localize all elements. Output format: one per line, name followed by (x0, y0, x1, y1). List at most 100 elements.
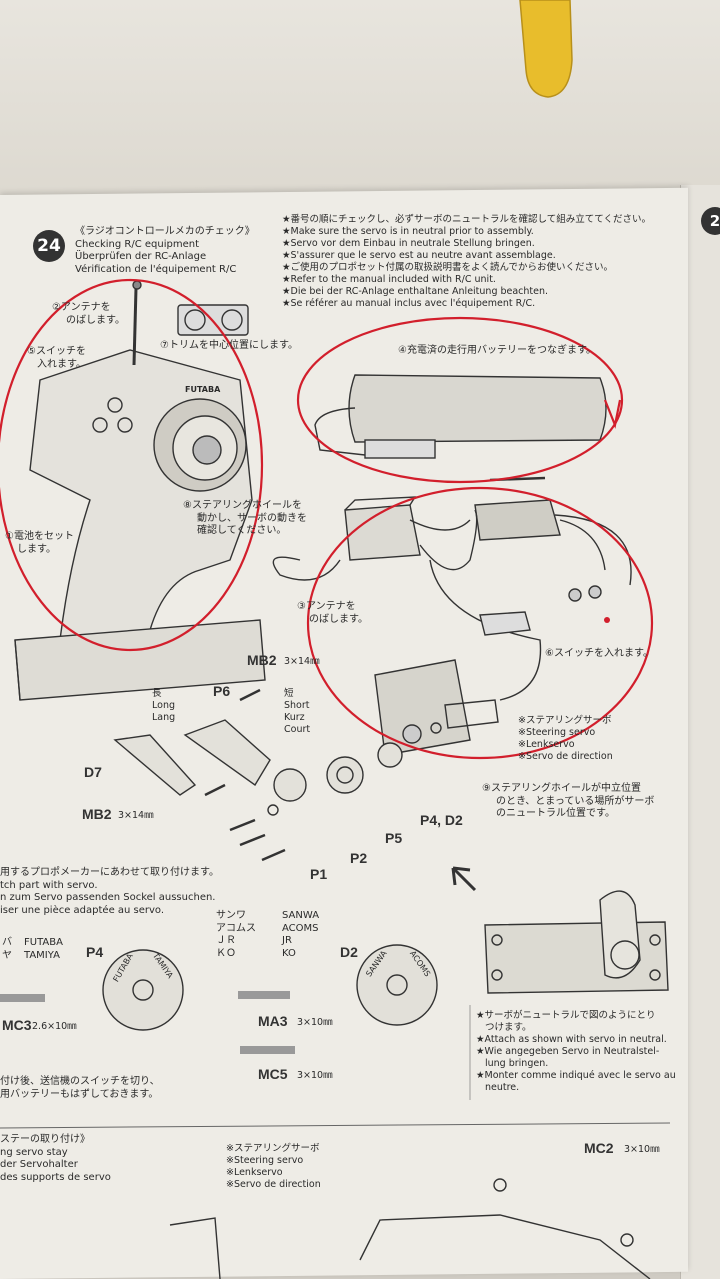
label-line: アコムス (216, 922, 256, 934)
note-line: ★Wie angegeben Servo in Neutralstel- (476, 1046, 660, 1057)
label-line: バ (2, 937, 12, 948)
note-line: 用バッテリーもはずしておきます。 (0, 1088, 159, 1100)
label-long: 長 Long Lang (152, 688, 175, 724)
note-line: 用するプロポメーカーにあわせて取り付けます。 (0, 867, 219, 878)
step-title: 《ラジオコントロールメカのチェック》 Checking R/C equipmen… (75, 226, 255, 276)
note-line: ★Attach as shown with servo in neutral. (476, 1034, 667, 1045)
label-line: Kurz (284, 712, 305, 723)
screw-mc5: MC5 (258, 1066, 288, 1082)
label-line: FUTABA (24, 937, 63, 948)
note-line: der Servohalter (0, 1159, 78, 1170)
label-battery-car: ④充電済の走行用バッテリーをつなぎます。 (398, 345, 596, 356)
note-line: ★サーボがニュートラルで図のようにとり (476, 1010, 656, 1021)
label-line: ＪＲ (216, 935, 236, 946)
part-mb2-bottom-size: 3×14㎜ (118, 810, 154, 821)
note-line: iser une pièce adaptée au servo. (0, 904, 165, 916)
label-line: ※Lenkservo (518, 739, 575, 750)
label-line: TAMIYA (24, 949, 60, 961)
step-number-badge: 24 (33, 230, 65, 262)
part-mb2-bottom: MB2 (82, 806, 112, 822)
label-line: 確認してください。 (197, 525, 287, 536)
label-line: サンワ (216, 910, 246, 921)
label-line: のニュートラル位置です。 (496, 808, 615, 819)
part-mb2-top: MB2 (247, 652, 277, 668)
note-line: ★Die bei der RC-Anlage enthaltane Anleit… (282, 286, 549, 297)
label-line: ※Servo de direction (518, 751, 613, 762)
label-line: ①電池をセット (5, 531, 74, 542)
label-line: ③アンテナを (297, 601, 356, 612)
note-line: ng servo stay (0, 1146, 68, 1158)
screw-ma3: MA3 (258, 1013, 288, 1029)
part-p5: P5 (385, 830, 403, 846)
label-line: ※ステアリングサーボ (226, 1143, 320, 1154)
label-line: ※Steering servo (226, 1155, 304, 1166)
manual-notes: ★ご使用のプロポセット付属の取扱説明書をよく読んでからお使いください。 ★Ref… (282, 262, 613, 310)
label-line: します。 (17, 543, 56, 555)
part-d2: D2 (340, 944, 358, 960)
label-line: ※ステアリングサーボ (518, 715, 612, 726)
label-line: KO (282, 947, 296, 959)
disc-label: TAMIYA (150, 951, 175, 981)
label-switch-car: ⑥スイッチを入れます。 (545, 648, 653, 659)
step-title-de: Überprüfen der RC-Anlage (75, 251, 207, 262)
desk-background (0, 0, 720, 210)
part-mc2-size: 3×10㎜ (624, 1144, 660, 1155)
step-title-jp: 《ラジオコントロールメカのチェック》 (75, 226, 255, 237)
note-line: ★番号の順にチェックし、必ずサーボのニュートラルを確認して組み立ててください。 (282, 214, 651, 225)
label-steering-servo: ※ステアリングサーボ ※Steering servo ※Lenkservo ※S… (518, 715, 613, 763)
label-line: ⑧ステアリングホイールを (183, 500, 302, 511)
label-antenna-rx: ③アンテナを のばします。 (297, 601, 368, 626)
label-line: Court (284, 724, 311, 735)
label-battery-tx: ①電池をセット します。 (5, 531, 74, 556)
bottom-servo-label: ※ステアリングサーボ ※Steering servo ※Lenkservo ※S… (226, 1143, 321, 1191)
disc-label: FUTABA (111, 952, 135, 984)
note-line: des supports de servo (0, 1171, 111, 1183)
label-line: ACOMS (282, 922, 319, 934)
label-wheel: ⑧ステアリングホイールを 動かし、サーボの動きを 確認してください。 (183, 500, 307, 538)
label-trim: ⑦トリムを中心位置にします。 (160, 340, 298, 351)
label-line: 動かし、サーボの動きを (197, 512, 307, 524)
label-line: ＫＯ (216, 947, 236, 959)
note-line: lung bringen. (485, 1058, 549, 1069)
note-line: ★Refer to the manual included with R/C u… (282, 274, 496, 285)
part-p2: P2 (350, 850, 368, 866)
disc-label: ACOMS (407, 949, 433, 979)
label-line: Lang (152, 712, 176, 723)
step-title-en: Checking R/C equipment (75, 238, 199, 250)
label-line: ②アンテナを (52, 302, 111, 313)
label-line: のとき、とまっている場所がサーボ (496, 795, 655, 807)
note-line: tch part with servo. (0, 879, 98, 891)
screw-mc3-size: 2.6×10㎜ (32, 1021, 77, 1032)
label-line: SANWA (282, 910, 320, 921)
stay-section-title: ステーの取り付け》 ng servo stay der Servohalter … (0, 1134, 111, 1184)
screw-mc3: MC3 (2, 1017, 32, 1033)
screw-mc5-size: 3×10㎜ (297, 1070, 333, 1081)
label-line: 長 (152, 688, 162, 699)
label-antenna-tx: ②アンテナを のばします。 (52, 302, 125, 327)
disc-label: SANWA (364, 948, 389, 979)
note-line: ★ご使用のプロポセット付属の取扱説明書をよく読んでからお使いください。 (282, 262, 614, 273)
brand-left-jp: バ ヤ (2, 937, 12, 962)
label-line: Long (152, 700, 175, 711)
part-mc2: MC2 (584, 1140, 614, 1156)
label-line: Short (284, 700, 310, 711)
neutral-note: ★サーボがニュートラルで図のようにとり つけます。 ★Attach as sho… (476, 1010, 676, 1094)
part-p4-d2: P4, D2 (420, 812, 463, 828)
neutral-notes: ★番号の順にチェックし、必ずサーボのニュートラルを確認して組み立ててください。 … (282, 214, 651, 262)
screw-ma3-size: 3×10㎜ (297, 1017, 333, 1028)
label-line: JR (282, 935, 292, 946)
note-line: つけます。 (485, 1022, 532, 1033)
note-line: ★Se référer au manual inclus avec l'équi… (282, 298, 536, 309)
label-line: のばします。 (309, 613, 368, 625)
brand-mid: SANWA ACOMS JR KO (282, 910, 319, 960)
label-line: ※Steering servo (518, 727, 596, 738)
note-line: ★Monter comme indiqué avec le servo au (476, 1070, 676, 1081)
horn-notes: 用するプロポメーカーにあわせて取り付けます。 tch part with ser… (0, 867, 219, 917)
receiver-note: 付け後、送信機のスイッチを切り、 用バッテリーもはずしておきます。 (0, 1076, 160, 1101)
label-switch-tx: ⑤スイッチを 入れます。 (27, 346, 86, 371)
next-step-number: 2 (701, 207, 720, 235)
brand-left: FUTABA TAMIYA (24, 937, 63, 962)
note-line: neutre. (485, 1082, 520, 1093)
